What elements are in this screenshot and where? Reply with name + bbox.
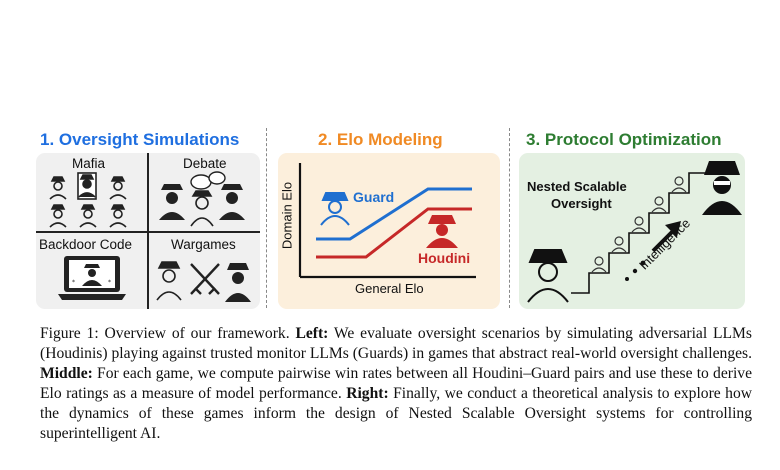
nso-guard-icon xyxy=(527,249,569,303)
houdini-label: Houdini xyxy=(418,250,471,266)
left-panel-title: 1. Oversight Simulations xyxy=(40,130,240,149)
caption-left-label: Left: xyxy=(295,325,329,342)
divider-right xyxy=(509,128,510,308)
stair-person-5 xyxy=(671,176,687,193)
stair-person-4 xyxy=(651,196,667,213)
svg-text:*: * xyxy=(108,279,111,286)
wargames-label: Wargames xyxy=(171,237,236,252)
figure-caption: Figure 1: Overview of our framework. Lef… xyxy=(40,324,752,444)
caption-right-text: Finally, we conduct a theoretical analys… xyxy=(40,385,752,442)
svg-text:*: * xyxy=(72,279,75,286)
caption-prefix: Figure 1: Overview of our framework. xyxy=(40,325,290,342)
guard-icon xyxy=(320,192,350,226)
caption-right-label: Right: xyxy=(346,385,389,402)
caption-middle-text: For each game, we compute pairwise win r… xyxy=(40,365,752,402)
staircase xyxy=(571,172,705,294)
backdoor-laptop-icon: * * xyxy=(58,256,126,300)
nso-label-line2: Oversight xyxy=(551,196,612,211)
right-panel-title: 3. Protocol Optimization xyxy=(526,130,722,149)
guard-label: Guard xyxy=(353,189,395,205)
caption-left-text: We evaluate oversight scenarios by simul… xyxy=(40,325,752,362)
wargames-icon xyxy=(156,261,251,302)
backdoor-code-label: Backdoor Code xyxy=(39,237,133,252)
debate-icon xyxy=(159,171,245,227)
elo-card xyxy=(278,153,500,309)
intelligence-arrow xyxy=(625,221,681,281)
nso-houdini-icon xyxy=(702,161,742,215)
stair-person-2 xyxy=(611,236,627,253)
debate-label: Debate xyxy=(183,156,227,171)
protocol-card xyxy=(519,153,745,309)
simulations-grid-lines xyxy=(36,153,260,309)
divider-left xyxy=(266,128,267,308)
staircase-diagram xyxy=(571,172,705,294)
nso-label-line1: Nested Scalable xyxy=(527,179,627,194)
caption-middle-label: Middle: xyxy=(40,365,93,382)
stair-person-1 xyxy=(591,256,607,273)
houdini-elo-line xyxy=(316,207,472,259)
mafia-label: Mafia xyxy=(72,156,106,171)
stair-person-3 xyxy=(631,216,647,233)
guard-elo-line xyxy=(316,187,472,241)
elo-x-axis-label: General Elo xyxy=(355,281,424,296)
elo-chart xyxy=(298,163,476,279)
mafia-group-icon xyxy=(49,172,127,228)
houdini-icon xyxy=(426,215,458,248)
middle-panel-title: 2. Elo Modeling xyxy=(318,130,443,149)
